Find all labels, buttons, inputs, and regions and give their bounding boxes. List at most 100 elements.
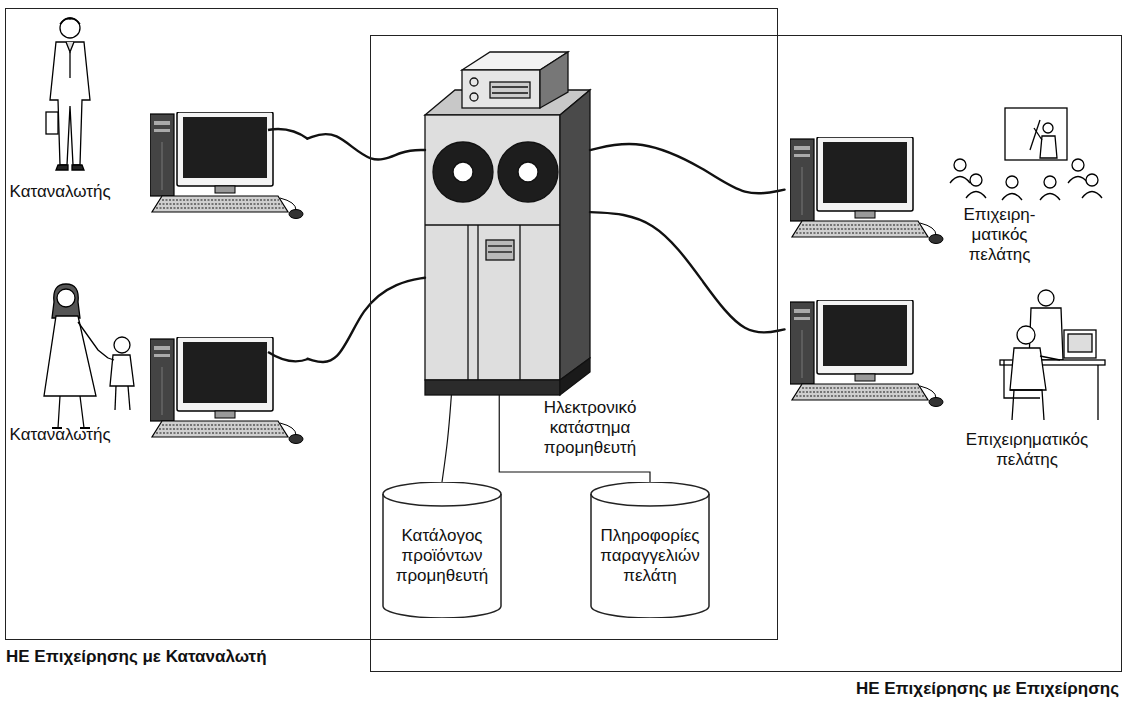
server-illustration-part <box>490 82 530 98</box>
presentation-figure-part <box>954 159 966 171</box>
cable-stub-part <box>268 129 308 139</box>
server-illustration-part <box>488 251 512 252</box>
client-station: Καταναλωτής <box>8 12 308 224</box>
cable-stub-part <box>268 352 308 361</box>
mother-child-figure-part <box>115 386 116 410</box>
businessman-figure-part <box>56 165 84 170</box>
mother-child-figure-part <box>44 316 96 396</box>
network-cable <box>590 212 785 332</box>
presentation-figure-part <box>950 177 970 184</box>
presentation-figure-part <box>1002 194 1022 201</box>
cylinder-rim <box>591 494 709 506</box>
office-figure <box>1000 290 1105 420</box>
mother-child-figure-part <box>52 284 80 318</box>
server-illustration-part <box>453 162 473 182</box>
presentation-figure-part <box>966 192 986 199</box>
data-link <box>442 395 451 482</box>
server-illustration-part <box>492 92 528 93</box>
node-label: Επιχειρηματικός πελάτης <box>945 430 1110 470</box>
cable-stub <box>268 129 308 361</box>
office-figure-part <box>1010 348 1046 390</box>
businessman-figure-part <box>50 42 90 165</box>
office-figure-part <box>1004 360 1040 398</box>
presentation-figure-part <box>1068 177 1088 184</box>
presentation-figure-part <box>1086 174 1098 186</box>
node-label: Καταναλωτής <box>10 425 140 445</box>
office-figure-part <box>1010 390 1044 420</box>
mother-child-figure-part <box>80 396 84 428</box>
server-illustration-part <box>498 142 558 202</box>
server-illustration-part <box>488 245 512 246</box>
office-figure-part <box>1040 356 1060 360</box>
office-figure-part <box>1017 326 1035 344</box>
client-station: Καταναλωτής <box>8 285 308 450</box>
office-figure-part <box>1068 334 1092 352</box>
presentation-figure-part <box>1082 192 1102 199</box>
presentation-figure-part <box>1006 176 1018 188</box>
server-illustration-part <box>518 162 538 182</box>
office-figure-part <box>1064 330 1096 358</box>
presentation-figure-part <box>1005 108 1067 160</box>
database-cylinder: Κατάλογος προϊόντων προμηθευτή <box>382 482 502 618</box>
region-band: Επιχειρη- ματικός πελάτηςΕπιχειρηματικός… <box>370 35 1122 672</box>
presentation-figure <box>950 108 1102 200</box>
presentation-figure-part <box>1034 128 1042 140</box>
presentation-figure-part <box>1043 123 1053 133</box>
server-illustration-part <box>492 86 528 87</box>
node-label: Κατάλογος προϊόντων προμηθευτή <box>390 526 494 586</box>
server-illustration-part <box>425 380 560 395</box>
text-slot: Καταναλωτής <box>10 182 140 202</box>
database-cylinder: Πληροφορίες παραγγελιών πελάτη <box>590 482 710 618</box>
network-cable <box>590 144 785 193</box>
office-figure-part <box>1038 290 1054 306</box>
mother-child-figure-part <box>58 396 60 428</box>
server-node: Ηλεκτρονικό κατάστημα προμηθευτή <box>425 50 590 395</box>
text-slot: Κατάλογος προϊόντων προμηθευτή <box>382 482 502 618</box>
network-cable <box>308 278 426 362</box>
business-computer <box>790 300 943 407</box>
office-figure-part <box>1097 365 1098 420</box>
businessman-figure-part <box>60 18 80 24</box>
node-label: Ηλεκτρονικό κατάστημα προμηθευτή <box>525 398 655 458</box>
mother-child-figure-part <box>78 322 108 358</box>
text-slot: ΗΕ Επιχείρησης με Καταναλωτή <box>6 647 267 667</box>
consumer-computer <box>150 337 303 444</box>
server-illustration-part <box>470 78 478 86</box>
text-slot: Ηλεκτρονικό κατάστημα προμηθευτή <box>525 398 655 458</box>
presentation-figure-part <box>970 174 982 186</box>
client-station: Επιχειρη- ματικός πελάτης <box>785 100 1110 270</box>
businessman-figure <box>46 18 90 170</box>
client-station: Επιχειρηματικός πελάτης <box>785 285 1115 480</box>
server-illustration-part <box>486 240 514 260</box>
node-label: Καταναλωτής <box>10 182 140 202</box>
server-illustration-part <box>560 90 590 380</box>
server-illustration-part <box>540 52 568 108</box>
mother-child-figure-part <box>108 358 114 360</box>
presentation-figure-part <box>1072 159 1084 171</box>
businessman-figure-part <box>46 112 58 134</box>
text-slot: Πληροφορίες παραγγελιών πελάτη <box>590 482 710 618</box>
server-illustration-part <box>433 142 493 202</box>
cylinder-body <box>383 482 501 618</box>
businessman-figure-part <box>66 42 74 52</box>
mother-child-figure-part <box>128 386 130 410</box>
region-heading: ΗΕ Επιχείρησης με Επιχείρησης <box>856 679 1119 699</box>
presentation-figure-part <box>1044 176 1056 188</box>
text-slot: Καταναλωτής <box>10 425 140 445</box>
server-illustration <box>425 52 590 395</box>
text-slot: Επιχειρηματικός πελάτης <box>945 430 1110 470</box>
mother-child-figure-part <box>114 337 130 353</box>
businessman-figure-part <box>60 18 80 38</box>
node-label: Πληροφορίες παραγγελιών πελάτη <box>598 526 702 586</box>
node-label: Επιχειρη- ματικός πελάτης <box>945 205 1055 265</box>
text-slot: Επιχειρη- ματικός πελάτης <box>945 205 1055 265</box>
server-illustration-part <box>560 358 590 395</box>
server-illustration-part <box>462 70 540 108</box>
server-illustration-part <box>470 93 478 101</box>
server-illustration-part <box>519 225 520 380</box>
cylinder-body <box>591 482 709 618</box>
